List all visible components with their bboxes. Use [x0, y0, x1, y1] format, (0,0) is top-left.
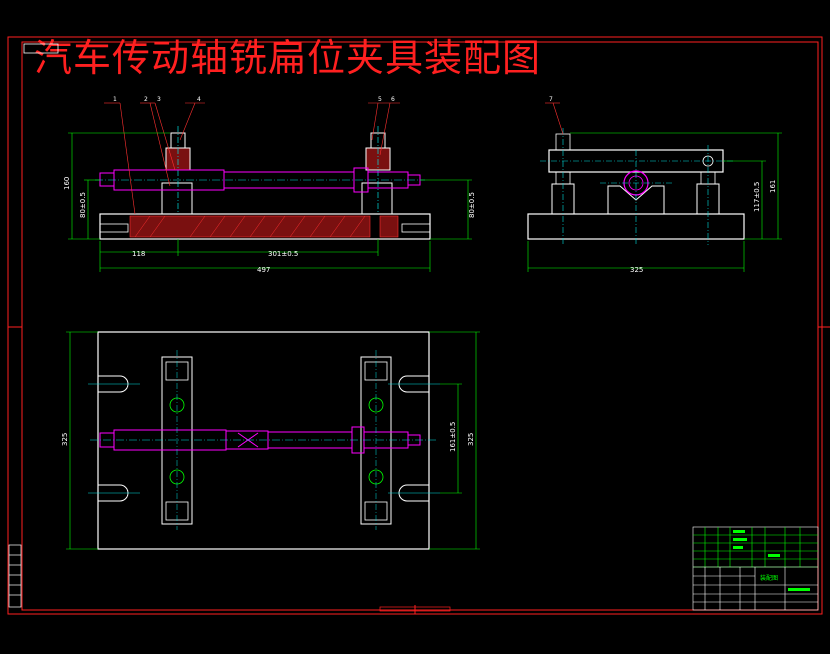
dim-top-width-left: 325: [61, 433, 69, 446]
balloon-3: 3: [157, 96, 161, 103]
bottom-marker: [379, 606, 451, 612]
side-right-leg: [696, 183, 720, 215]
dim-side-width: 325: [630, 266, 643, 274]
balloon-5: 5: [378, 96, 382, 103]
title-block: [692, 526, 819, 611]
left-support-body: [161, 182, 193, 215]
balloon-2: 2: [144, 96, 148, 103]
title-block-drawing-name: 装配图: [760, 574, 778, 582]
right-support-body: [361, 182, 393, 215]
front-dimension-lines: [68, 132, 472, 272]
dim-front-height-right: 80±0.5: [468, 192, 476, 218]
corner-box: [23, 43, 59, 54]
margin-stamp: [8, 544, 22, 608]
side-view: 7 161 117±0.5 325: [527, 96, 782, 274]
dim-front-height-overall: 160: [63, 177, 71, 190]
front-left-slot: [99, 223, 129, 233]
dim-side-height-overall: 161: [769, 180, 777, 193]
balloon-6: 6: [391, 96, 395, 103]
front-leaders: [104, 102, 400, 215]
side-leaders: [545, 102, 564, 135]
side-v-block: [607, 185, 665, 215]
dim-top-spacing: 161±0.5: [449, 422, 457, 452]
side-dimension-lines: [527, 132, 782, 272]
top-dimension-lines: [66, 331, 480, 550]
dim-top-width-right: 325: [467, 433, 475, 446]
balloon-1: 1: [113, 96, 117, 103]
inner-frame: [21, 41, 819, 611]
front-right-slot: [401, 223, 431, 233]
balloon-7: 7: [549, 96, 553, 103]
dim-front-left-offset: 118: [132, 250, 145, 258]
top-base-plate: [97, 331, 430, 550]
front-right-hatch: [379, 215, 399, 238]
dim-front-spacing: 301±0.5: [268, 250, 298, 258]
outer-frame: [7, 36, 823, 615]
front-hatch-lines: [134, 215, 366, 238]
top-view: 325 325 161±0.5: [61, 331, 480, 550]
balloon-4: 4: [197, 96, 201, 103]
dim-front-height-base: 80±0.5: [79, 192, 87, 218]
dim-side-height-center: 117±0.5: [753, 182, 761, 212]
dim-front-length: 497: [257, 266, 270, 274]
front-view: 1 2 3 4 5 6 160 80±0.5 80±0.5 118 301±0.…: [63, 96, 476, 274]
front-base-hatch: [129, 215, 371, 238]
drawing-title: 汽车传动轴铣扁位夹具装配图: [34, 36, 542, 80]
